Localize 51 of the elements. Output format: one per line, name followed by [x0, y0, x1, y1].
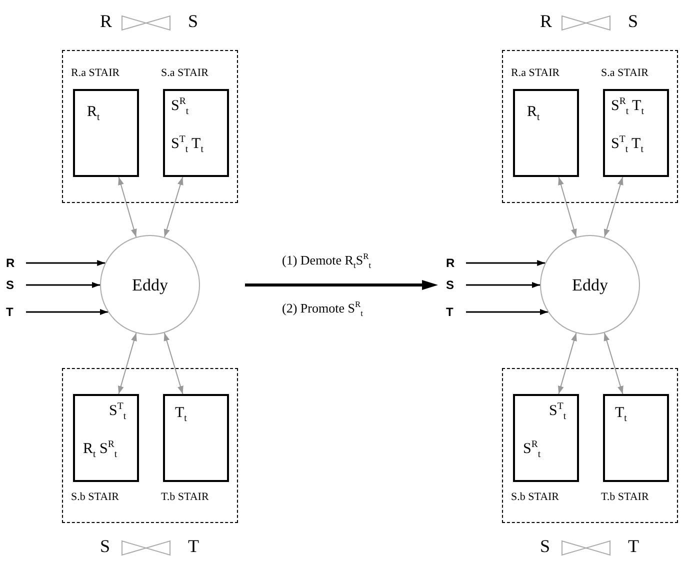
- relation-name: S: [188, 12, 198, 30]
- arrow: [164, 176, 184, 238]
- eddy-circle: [540, 235, 640, 335]
- input-label: R: [6, 255, 22, 271]
- relation-name: S: [540, 537, 550, 555]
- arrow: [26, 309, 108, 315]
- arrow: [604, 332, 624, 394]
- eddy-circle: [100, 235, 200, 335]
- arrow: [558, 176, 577, 238]
- tuple-label: T$_{t}$: [175, 406, 187, 424]
- stair-title: S.b STAIR: [71, 492, 120, 503]
- stair-title: S.a STAIR: [601, 68, 648, 79]
- relation-name: S: [628, 12, 638, 30]
- arrow: [164, 332, 184, 394]
- input-label: S: [446, 277, 462, 293]
- dashed-group-frame: [502, 50, 678, 203]
- tuple-label: S$^{T}$$_{t}$ T$_{t}$: [171, 135, 204, 155]
- tuple-label: R$_{t}$: [527, 105, 540, 123]
- arrow: [26, 282, 100, 288]
- dashed-group-frame: [62, 368, 238, 523]
- dashed-group-frame: [502, 368, 678, 523]
- relation-name: T: [628, 537, 639, 555]
- arrow: [466, 309, 548, 315]
- input-label: T: [6, 304, 22, 320]
- arrow: [118, 176, 137, 238]
- relation-name: S: [100, 537, 110, 555]
- input-label: T: [446, 304, 462, 320]
- stair-title: T.b STAIR: [601, 492, 649, 503]
- tuple-label: S$^{T}$$_{t}$ T$_{t}$: [611, 135, 644, 155]
- input-label: S: [6, 277, 22, 293]
- relation-name: R: [540, 12, 552, 30]
- stair-title: R.a STAIR: [71, 68, 120, 79]
- arrow: [558, 332, 577, 394]
- arrow: [118, 332, 137, 394]
- stair-title: T.b STAIR: [161, 492, 209, 503]
- tuple-label: T$_{t}$: [615, 406, 627, 424]
- arrow: [466, 260, 546, 266]
- relation-name: R: [100, 12, 112, 30]
- dashed-group-frame: [62, 50, 238, 203]
- tuple-label: S$^{R}$$_{t}$ T$_{t}$: [611, 97, 644, 117]
- tuple-label: R$_{t}$: [87, 105, 100, 123]
- stair-title: S.a STAIR: [161, 68, 208, 79]
- arrow: [604, 176, 624, 238]
- arrow: [26, 260, 106, 266]
- stair-title: S.b STAIR: [511, 492, 560, 503]
- relation-name: T: [188, 537, 199, 555]
- stair-title: R.a STAIR: [511, 68, 560, 79]
- node-label: Eddy: [572, 276, 608, 294]
- arrow: [466, 282, 540, 288]
- input-label: R: [446, 255, 462, 271]
- node-label: Eddy: [132, 276, 168, 294]
